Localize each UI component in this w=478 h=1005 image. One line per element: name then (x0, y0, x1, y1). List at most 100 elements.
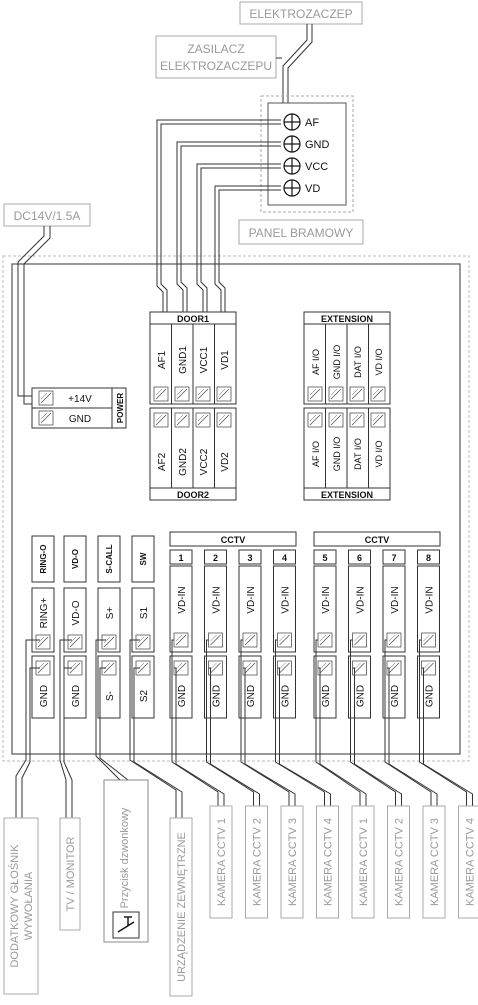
aux-top-label: VD-O (71, 600, 82, 625)
cctv-top-label: VD-IN (177, 586, 188, 613)
cctv-bottom-label: GND (212, 685, 223, 707)
door2-screw-icon (154, 413, 168, 427)
door2-terminal-label: VCC2 (199, 448, 210, 475)
cctv-top-screw-icon (353, 633, 367, 647)
cctv-top-screw-icon (318, 633, 332, 647)
cctv-top-label: VD-IN (321, 586, 332, 613)
door1-terminal-label: GND1 (178, 346, 189, 374)
door1-screw-icon (217, 387, 231, 401)
door2-terminal-label: GND2 (178, 448, 189, 476)
extension-bottom-label: AF I/O (311, 441, 321, 467)
aux-title: SW (139, 552, 148, 565)
cctv-bottom-label: GND (390, 685, 401, 707)
door1-terminal-label: AF1 (157, 350, 168, 369)
cctv-bottom-label: GND (321, 685, 332, 707)
aux-top-label: S+ (105, 607, 116, 620)
door2-terminal-label: VD2 (220, 452, 231, 472)
extension-top-screw-icon (329, 387, 343, 401)
doorbell-switch-icon (113, 912, 139, 938)
extension-bottom-label: VD I/O (374, 440, 384, 467)
extension-bottom-screw-icon (350, 413, 364, 427)
cctv-bottom-label: GND (281, 685, 292, 707)
aux-title: VD-O (71, 549, 80, 569)
extension-bottom-screw-icon (308, 413, 322, 427)
cctv-channel-number: 3 (247, 553, 252, 563)
aux-top-screw-icon (68, 635, 82, 649)
extension-bottom-screw-icon (329, 413, 343, 427)
extension-top-screw-icon (371, 387, 385, 401)
aux-bottom-label: S- (105, 691, 116, 701)
aux-top-screw-icon (136, 635, 150, 649)
extension-bottom-label: GND I/O (332, 437, 342, 472)
panel-terminal-label: VCC (305, 161, 328, 173)
device-boxes: DODATKOWY GŁOŚNIK WYWOŁANIA TV / MONITOR… (4, 780, 192, 996)
door1-terminal-label: VCC1 (199, 346, 210, 373)
power-gnd-label: GND (69, 414, 91, 425)
power-supply-label-2: ELEKTROZACZEPU (160, 59, 272, 73)
camera-label: KAMERA CCTV 4 (465, 818, 477, 906)
cctv-top-label: VD-IN (356, 586, 367, 613)
door2-title: DOOR2 (177, 490, 209, 500)
cctv-top-screw-icon (278, 633, 292, 647)
dc-wires (18, 226, 50, 404)
extension-bottom-screw-icon (371, 413, 385, 427)
cctv-top-label: VD-IN (390, 586, 401, 613)
aux-blocks: RING-ORING+GNDVD-OVD-OGNDS-CALLS+S-SWS1S… (32, 536, 154, 718)
cctv-top-screw-icon (209, 633, 223, 647)
extra-speaker-label-1: DODATKOWY GŁOŚNIK (8, 844, 21, 968)
cctv-bottom-label: GND (425, 685, 436, 707)
cctv-channel-number: 2 (213, 553, 218, 563)
cctv-top-label: VD-IN (212, 586, 223, 613)
panel-terminal-label: AF (305, 117, 319, 129)
cctv-channel-number: 8 (426, 553, 431, 563)
doorbell-button-label: Przycisk dzwonkowy (119, 807, 131, 908)
cctv-bottom-label: GND (177, 685, 188, 707)
aux-top-label: S1 (139, 606, 150, 619)
door2-screw-icon (175, 413, 189, 427)
aux-title: RING-O (39, 545, 48, 574)
extension-top-title: EXTENSION (321, 314, 373, 324)
door1-screw-icon (154, 387, 168, 401)
door2-terminal-label: AF2 (157, 452, 168, 471)
extension-top-screw-icon (350, 387, 364, 401)
cctv-channel-number: 7 (391, 553, 396, 563)
power-title: POWER (116, 393, 125, 423)
extension-top-screw-icon (308, 387, 322, 401)
aux-top-screw-icon (36, 635, 50, 649)
power-plus-label: +14V (68, 394, 92, 405)
camera-label: KAMERA CCTV 4 (323, 818, 335, 906)
cctv-group-title: CCTV (221, 535, 246, 545)
dc-input-label: DC14V/1.5A (14, 209, 81, 223)
door1-screw-icon (196, 387, 210, 401)
gate-panel-label: PANEL BRAMOWY (249, 226, 354, 240)
panel-terminal-label: VD (305, 183, 320, 195)
door2-screw-icon (217, 413, 231, 427)
extension-top-label: VD I/O (374, 348, 384, 375)
extension-top-label: AF I/O (311, 349, 321, 375)
extension-bottom-label: DAT I/O (353, 438, 363, 470)
cctv-top-screw-icon (174, 633, 188, 647)
aux-bottom-label: S2 (139, 689, 150, 702)
electro-lock-label: ELEKTROZACZEP (249, 7, 352, 21)
extension-top-label: GND I/O (332, 345, 342, 380)
cctv-top-screw-icon (422, 633, 436, 647)
cctv-top-screw-icon (387, 633, 401, 647)
power-supply-label-1: ZASILACZ (187, 42, 244, 56)
cctv-top-screw-icon (243, 633, 257, 647)
cctv-channel-number: 1 (178, 553, 183, 563)
cctv-top-label: VD-IN (425, 586, 436, 613)
door1-terminal-label: VD1 (220, 350, 231, 370)
extra-speaker-label-2: WYWOŁANIA (23, 871, 35, 940)
aux-top-screw-icon (102, 635, 116, 649)
cctv-channel-number: 5 (322, 553, 327, 563)
camera-label: KAMERA CCTV 3 (287, 818, 299, 906)
camera-label: KAMERA CCTV 2 (252, 818, 264, 906)
extension-top-label: DAT I/O (353, 346, 363, 378)
door1-screw-icon (175, 387, 189, 401)
door1-title: DOOR1 (177, 314, 209, 324)
aux-top-label: RING+ (39, 597, 50, 628)
